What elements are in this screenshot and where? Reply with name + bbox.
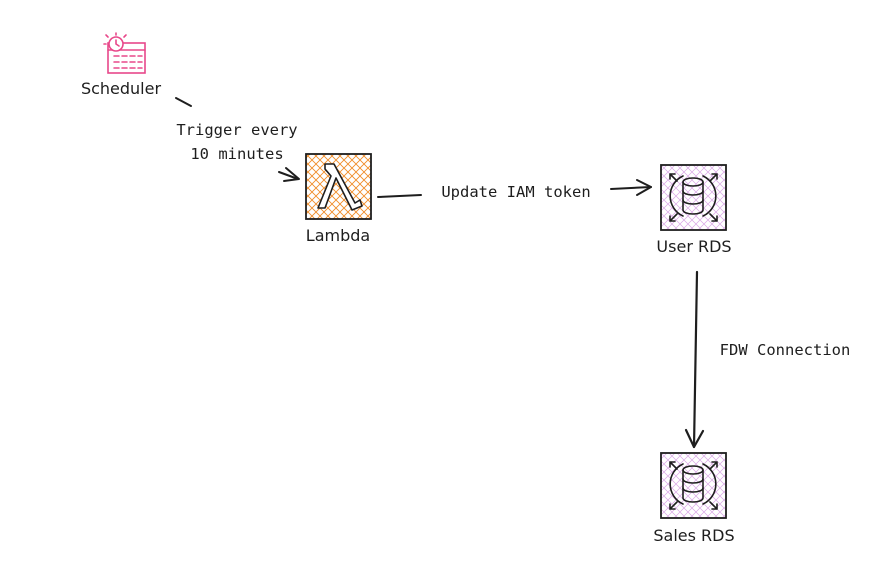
user-rds-label: User RDS <box>656 237 731 256</box>
arrowhead-icon <box>684 428 705 449</box>
edge-user-rds-to-sales-rds[interactable]: FDW Connection <box>684 270 851 449</box>
edge-lambda-to-user-rds[interactable]: Update IAM token <box>377 179 652 201</box>
scheduler-node[interactable]: Scheduler <box>81 32 162 98</box>
calendar-clock-icon <box>103 32 146 74</box>
lambda-box <box>306 154 371 219</box>
sales-rds-label: Sales RDS <box>653 526 734 545</box>
arrowhead-icon <box>283 167 300 182</box>
fdw-connection-label: FDW Connection <box>720 341 851 359</box>
edge-scheduler-to-lambda[interactable]: Trigger every 10 minutes <box>175 97 300 182</box>
update-iam-token-label: Update IAM token <box>441 183 590 201</box>
sales-rds-node[interactable]: Sales RDS <box>653 452 735 545</box>
trigger-label-line2: 10 minutes <box>190 145 283 163</box>
arrowhead-icon <box>636 179 652 196</box>
trigger-label-line1: Trigger every <box>176 121 297 139</box>
scheduler-label: Scheduler <box>81 79 162 98</box>
rds-database-icon <box>669 461 718 510</box>
lambda-icon <box>317 163 363 211</box>
rds-database-icon <box>669 173 718 222</box>
lambda-label: Lambda <box>306 226 370 245</box>
lambda-node[interactable]: Lambda <box>305 153 372 245</box>
user-rds-node[interactable]: User RDS <box>656 164 732 256</box>
